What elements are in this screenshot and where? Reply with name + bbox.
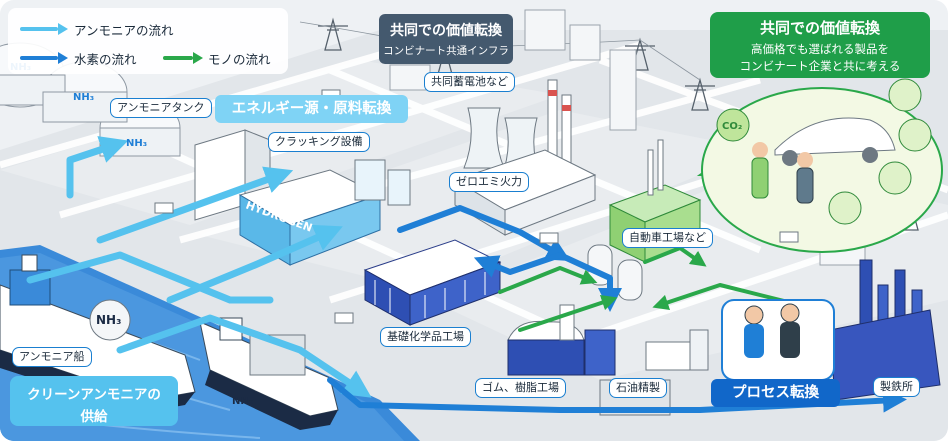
ammonia-ship-label: アンモニア船 — [12, 347, 92, 367]
clean-ammonia-supply: クリーンアンモニアの 供給 — [10, 376, 178, 426]
process-conversion-banner: プロセス転換 — [711, 379, 840, 407]
nh3-tank-mark-2: NH₃ — [73, 92, 94, 103]
clean-ammonia-line2: 供給 — [80, 409, 108, 425]
goods-legend-line — [163, 56, 193, 60]
ammonia-flow-label: アンモニアの流れ — [74, 23, 174, 38]
nh3-ship-mark: NH₃ — [96, 313, 121, 327]
product-value-line1: 高価格でも選ばれる製品を — [751, 42, 889, 56]
product-value-line2: コンビナート企業と共に考える — [739, 59, 901, 73]
energy-conversion-banner: エネルギー源・原料転換 — [215, 95, 408, 123]
steel-works-label: 製鉄所 — [873, 377, 920, 397]
hydrogen-legend-line — [20, 56, 58, 60]
flow-legend: アンモニアの流れ 水素の流れ モノの流れ — [8, 8, 288, 74]
clean-ammonia-line1: クリーンアンモニアの — [27, 387, 161, 403]
basic-chemical-plant — [363, 239, 502, 326]
cracking-equipment-label: クラッキング設備 — [268, 132, 370, 152]
hydrogen-legend-arrowhead — [58, 52, 68, 64]
co2-mark: CO₂ — [722, 121, 742, 132]
auto-factory-label: 自動車工場など — [622, 228, 713, 248]
zero-emission-power-label: ゼロエミ火力 — [449, 172, 529, 192]
nh3-tank-mark-3: NH₃ — [126, 138, 147, 149]
nh3-cargo-mark: NH₃ — [232, 396, 253, 407]
rubber-resin-label: ゴム、樹脂工場 — [475, 378, 566, 398]
ammonia-legend-arrowhead — [58, 23, 68, 35]
infra-value-callout: 共同での価値転換 コンビナート共通インフラ — [379, 14, 513, 64]
ammonia-legend-line — [20, 27, 58, 31]
oil-refining-label: 石油精製 — [609, 378, 667, 398]
ammonia-flow-arrows — [26, 136, 372, 398]
goods-legend-arrowhead — [193, 52, 203, 64]
shared-battery-label: 共同蓄電池など — [424, 72, 515, 92]
infra-value-subtitle: コンビナート共通インフラ — [383, 45, 509, 57]
ammonia-tank-label: アンモニアタンク — [110, 98, 212, 118]
infra-value-title: 共同での価値転換 — [390, 23, 502, 39]
process-people — [721, 299, 835, 381]
hydrogen-flow-label: 水素の流れ — [74, 52, 137, 67]
value-bubble — [696, 78, 943, 253]
goods-flow-label: モノの流れ — [208, 52, 271, 67]
product-value-callout: 共同での価値転換 高価格でも選ばれる製品を コンビナート企業と共に考える — [710, 12, 930, 78]
basic-chemical-label: 基礎化学品工場 — [380, 327, 471, 347]
product-value-title: 共同での価値転換 — [759, 19, 880, 37]
ammonia-ship — [0, 254, 196, 413]
